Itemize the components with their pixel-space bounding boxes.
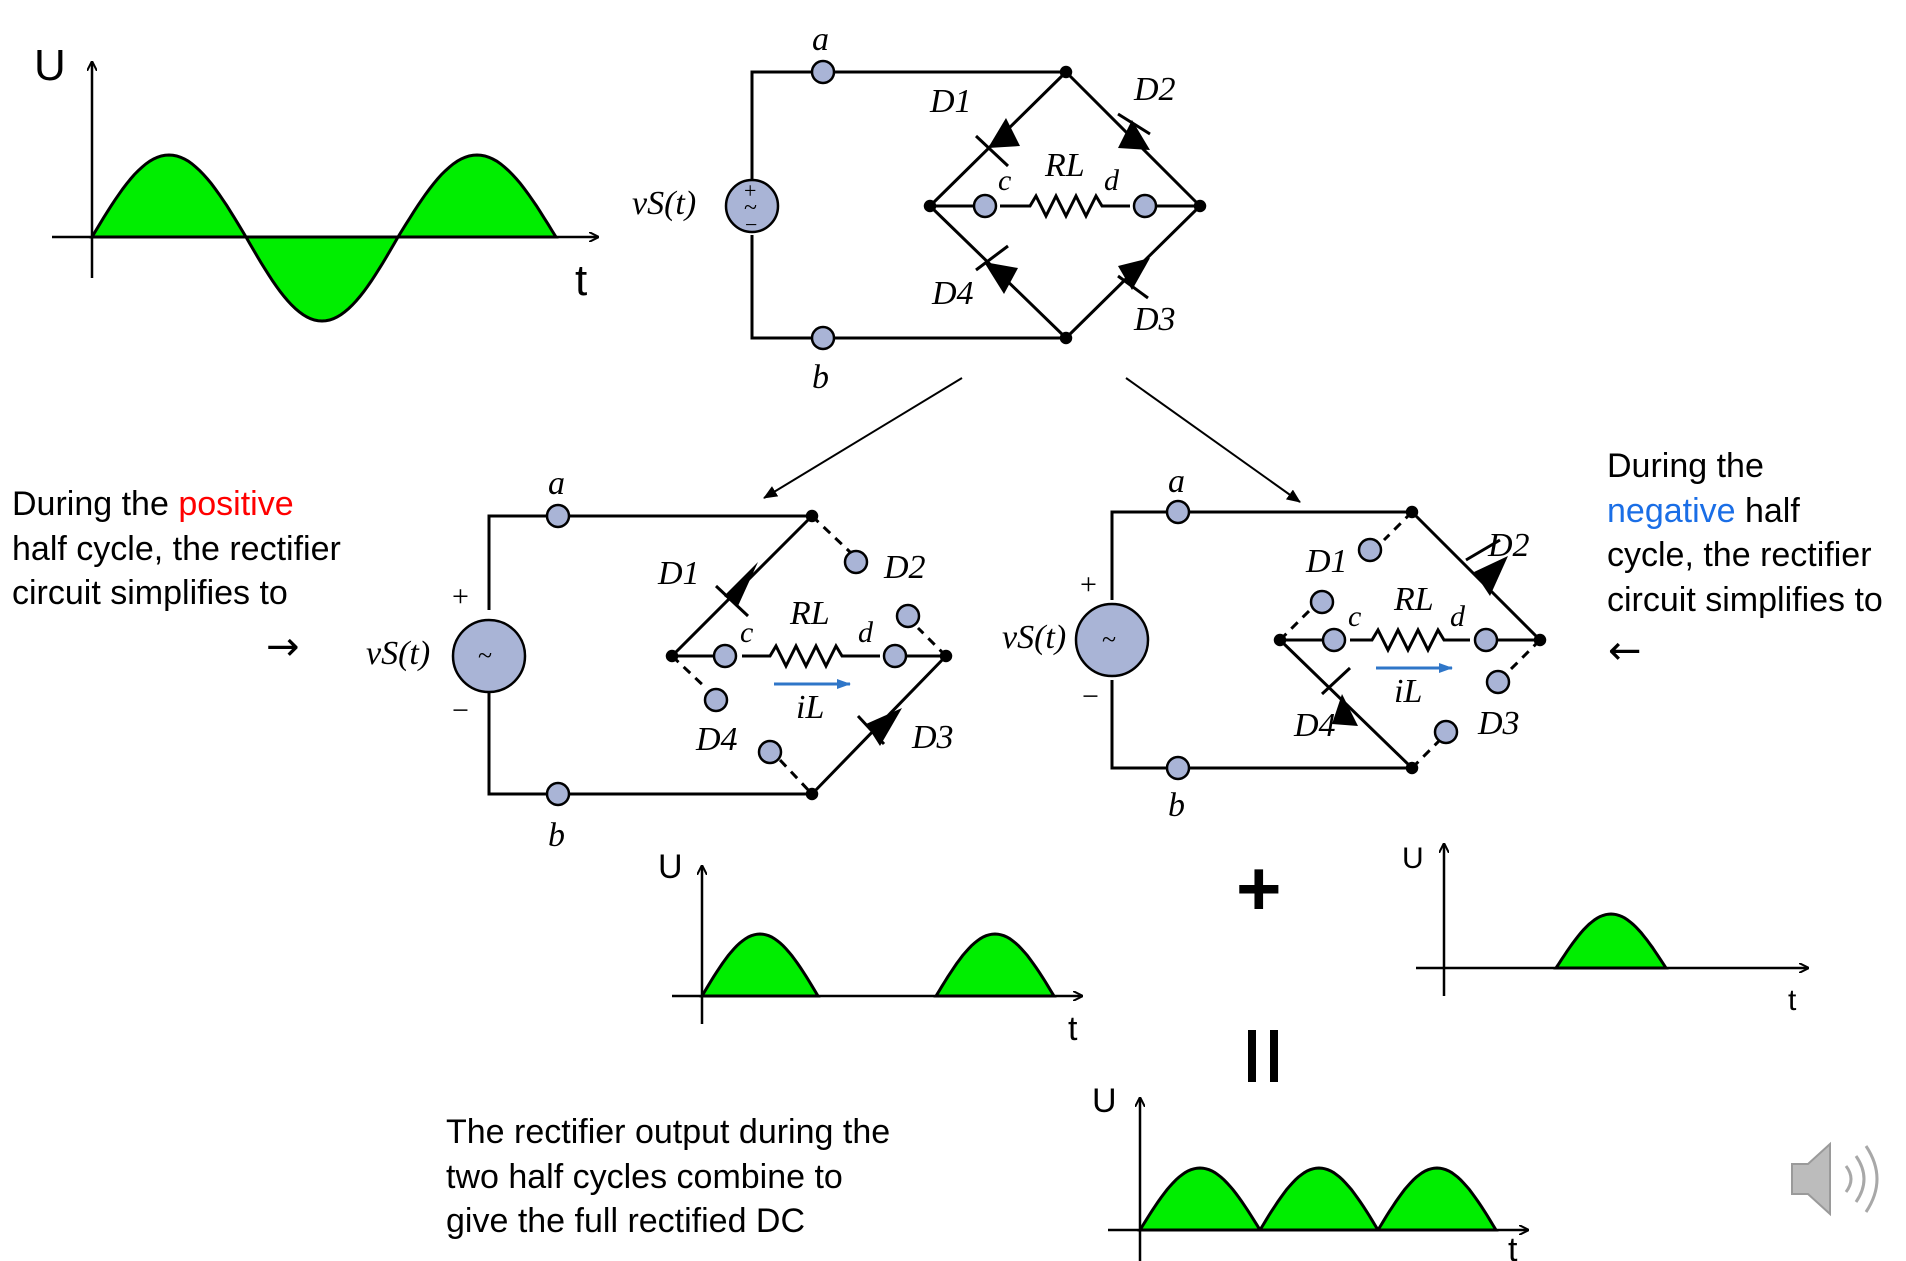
svg-text:a: a <box>548 465 565 502</box>
svg-text:b: b <box>548 817 565 854</box>
svg-text:t: t <box>1788 984 1797 1017</box>
top-diode-d1 <box>974 118 1020 168</box>
svg-text:~: ~ <box>744 195 757 221</box>
svg-text:U: U <box>1092 1082 1117 1120</box>
svg-text:RL: RL <box>1393 581 1434 618</box>
svg-text:a: a <box>812 21 829 58</box>
positive-output-graph: U t <box>658 848 1082 1048</box>
svg-text:b: b <box>1168 787 1185 824</box>
svg-text:−: − <box>745 212 757 237</box>
top-source: + ~ − <box>724 178 780 237</box>
t-axis-label: t <box>575 256 587 305</box>
positive-highlight: positive <box>178 485 294 523</box>
negative-caption: During the negative half cycle, the rect… <box>1607 444 1883 622</box>
svg-text:~: ~ <box>478 641 492 670</box>
positive-caption-text-3: circuit simplifies to <box>12 574 288 612</box>
equals-symbol <box>1248 1030 1288 1086</box>
combined-caption-text-3: give the full rectified DC <box>446 1202 806 1240</box>
negative-hump-1 <box>1553 912 1669 970</box>
top-diode-d3 <box>1117 258 1150 300</box>
svg-text:D1: D1 <box>657 555 700 592</box>
left-arrow-glyph: ← <box>1608 628 1642 674</box>
svg-text:iL: iL <box>1394 673 1422 710</box>
plus-symbol: + <box>1236 844 1282 932</box>
negative-caption-text-3: cycle, the rectifier <box>1607 536 1872 574</box>
positive-hump-1 <box>699 932 821 998</box>
full-rectified-graph: U t <box>1092 1082 1528 1261</box>
negative-highlight: negative <box>1607 491 1736 530</box>
right-arrow-glyph: → <box>266 624 300 670</box>
svg-text:−: − <box>1082 680 1099 713</box>
top-resistor <box>1000 192 1130 220</box>
combined-caption: The rectifier output during the two half… <box>446 1110 890 1244</box>
svg-text:c: c <box>998 164 1011 197</box>
sine-graph: U t <box>34 41 598 323</box>
negative-output-graph: U t <box>1402 842 1808 1017</box>
positive-caption: During the positive half cycle, the rect… <box>12 482 341 616</box>
top-labels: a b c d RL vS(t) D1 D2 D3 D4 <box>632 21 1176 396</box>
svg-text:+: + <box>744 178 756 203</box>
top-diode-d2 <box>1117 112 1151 150</box>
svg-text:d: d <box>1104 164 1120 197</box>
positive-hump-2 <box>933 932 1057 998</box>
full-hump-3 <box>1375 1166 1499 1232</box>
svg-text:vS(t): vS(t) <box>632 185 696 222</box>
svg-text:vS(t): vS(t) <box>366 635 430 672</box>
negative-caption-text-1: During the <box>1607 447 1764 485</box>
arrow-to-positive-circuit <box>763 377 963 499</box>
svg-text:−: − <box>452 694 469 727</box>
svg-text:c: c <box>1348 600 1361 633</box>
positive-caption-text-2: half cycle, the rectifier <box>12 529 341 568</box>
svg-text:RL: RL <box>1044 147 1085 184</box>
svg-text:d: d <box>1450 600 1466 633</box>
svg-text:vS(t): vS(t) <box>1002 619 1066 656</box>
sine-hump-1 <box>89 153 249 239</box>
sine-trough-1 <box>243 235 401 323</box>
full-hump-1 <box>1137 1166 1263 1232</box>
svg-text:t: t <box>1068 1010 1078 1048</box>
svg-text:D3: D3 <box>1133 301 1176 338</box>
svg-text:D2: D2 <box>883 549 926 586</box>
positive-half-circuit: ~ a b c d RL iL vS(t) D1 D2 D3 D4 + − <box>366 465 954 854</box>
svg-text:~: ~ <box>1102 625 1116 654</box>
svg-text:+: + <box>1080 568 1097 601</box>
top-nodes <box>810 59 1207 351</box>
arrow-to-negative-circuit <box>1125 377 1301 503</box>
svg-text:D3: D3 <box>911 719 954 756</box>
svg-text:D4: D4 <box>695 721 738 758</box>
full-hump-2 <box>1257 1166 1381 1232</box>
svg-text:iL: iL <box>796 689 824 726</box>
svg-text:RL: RL <box>789 595 830 632</box>
svg-text:t: t <box>1508 1231 1518 1261</box>
combined-caption-text-2: two half cycles combine to <box>446 1157 843 1196</box>
negative-caption-text-4: circuit simplifies to <box>1607 580 1883 619</box>
u-axis-label: U <box>34 41 66 90</box>
speaker-icon[interactable] <box>1791 1141 1879 1217</box>
negative-half-circuit: ~ a b c d RL iL vS(t) D1 D2 D3 D4 + − <box>1002 463 1547 824</box>
svg-text:U: U <box>1402 842 1424 875</box>
top-diode-d4 <box>975 244 1018 294</box>
svg-text:D2: D2 <box>1487 527 1530 564</box>
sine-hump-2 <box>395 153 559 239</box>
svg-text:b: b <box>812 359 829 396</box>
svg-text:D4: D4 <box>931 275 974 312</box>
svg-text:U: U <box>658 848 683 886</box>
svg-text:D3: D3 <box>1477 705 1520 742</box>
svg-text:D1: D1 <box>929 83 972 120</box>
svg-text:d: d <box>858 616 874 649</box>
negative-caption-text-2: half <box>1735 491 1800 530</box>
svg-text:a: a <box>1168 463 1185 500</box>
svg-text:D2: D2 <box>1133 71 1176 108</box>
svg-text:D4: D4 <box>1293 707 1336 744</box>
svg-text:D1: D1 <box>1305 543 1348 580</box>
positive-caption-text-1: During the <box>12 485 179 523</box>
svg-text:+: + <box>452 580 469 613</box>
svg-text:c: c <box>740 616 753 649</box>
combined-caption-text-1: The rectifier output during the <box>446 1113 891 1151</box>
